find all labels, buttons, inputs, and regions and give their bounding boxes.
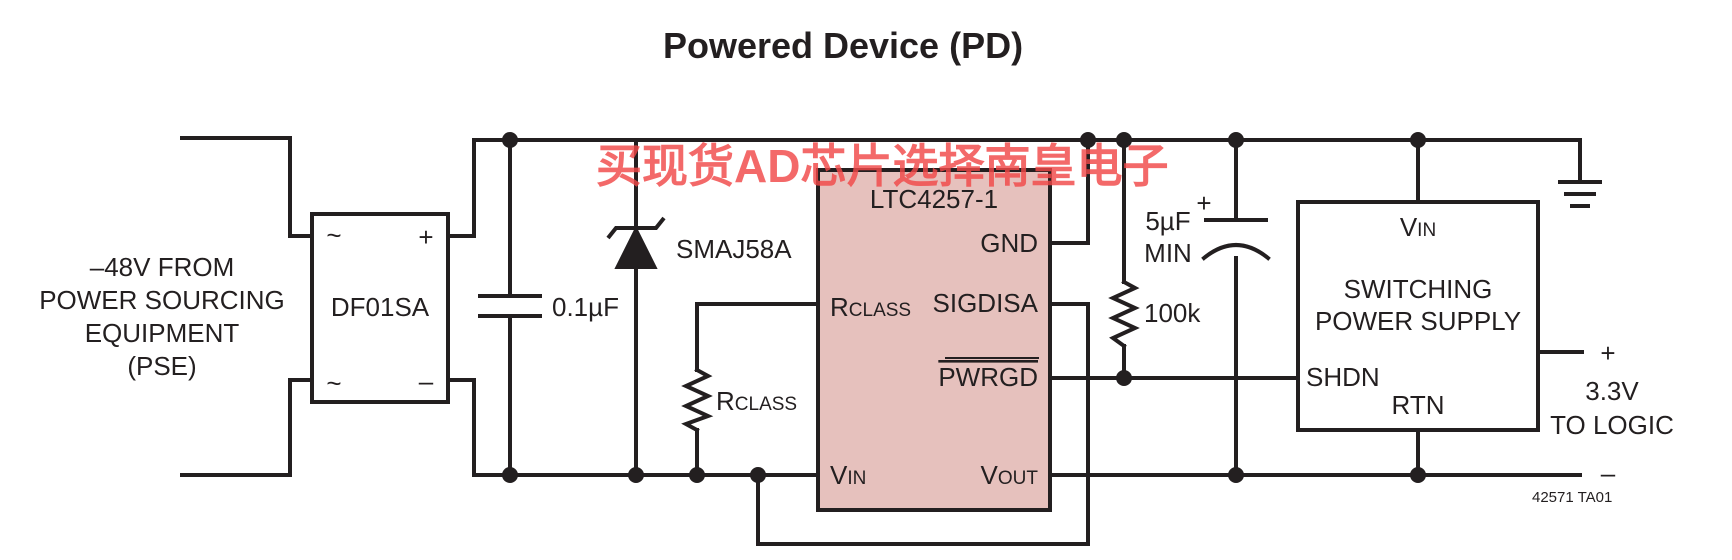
figure-id: 42571 TA01	[1532, 489, 1612, 506]
output-plus: +	[1600, 338, 1615, 368]
bridge-ac-bottom: ~	[326, 368, 341, 398]
pin-rclass: RCLASS	[830, 292, 911, 322]
svg-text:EQUIPMENT: EQUIPMENT	[85, 318, 240, 348]
cap-out-polarity: +	[1196, 188, 1211, 218]
ground-symbol	[1558, 180, 1602, 208]
wire-pse-bottom	[180, 378, 314, 477]
bridge-minus: –	[419, 366, 434, 396]
svg-text:POWER SOURCING: POWER SOURCING	[39, 285, 285, 315]
input-capacitor-label: 0.1µF	[552, 292, 619, 322]
pin-vout: VOUT	[981, 460, 1039, 490]
pse-label: –48V FROM POWER SOURCING EQUIPMENT (PSE)	[39, 252, 285, 381]
wire-bridge-plus	[446, 138, 512, 238]
switching-power-supply	[1296, 200, 1540, 432]
supply-vin: VIN	[1400, 212, 1436, 242]
tvs-label: SMAJ58A	[676, 234, 792, 264]
rclass-resistor-label: RCLASS	[716, 386, 797, 416]
pin-vin: VIN	[830, 460, 866, 490]
pullup-resistor	[1108, 279, 1140, 349]
tvs-diode	[606, 216, 666, 269]
wire-pse-top	[180, 136, 314, 238]
ltc4257-chip	[816, 168, 1052, 512]
svg-text:–48V FROM: –48V FROM	[90, 252, 235, 282]
bridge-name: DF01SA	[331, 292, 430, 322]
pullup-label: 100k	[1144, 298, 1201, 328]
input-capacitor	[478, 294, 542, 318]
bridge-rectifier	[310, 212, 450, 404]
watermark-text: 买现货AD芯片选择南皇电子	[596, 140, 1168, 192]
output-minus: –	[1601, 458, 1616, 488]
chip-name: LTC4257-1	[870, 184, 998, 214]
wires	[180, 136, 1584, 546]
bridge-ac-top: ~	[326, 220, 341, 250]
supply-rtn: RTN	[1392, 390, 1445, 420]
supply-name-line2: POWER SUPPLY	[1315, 306, 1521, 336]
pin-gnd: GND	[980, 228, 1038, 258]
rclass-resistor	[681, 367, 714, 433]
junction-dots	[502, 132, 1426, 483]
output-destination: TO LOGIC	[1550, 410, 1674, 440]
supply-shdn: SHDN	[1306, 362, 1380, 392]
wire-bridge-minus	[446, 378, 476, 477]
pin-pwrgd: PWRGD	[938, 362, 1038, 392]
supply-name-line1: SWITCHING	[1344, 274, 1493, 304]
diagram-title: Powered Device (PD)	[663, 25, 1023, 66]
cap-out-min: MIN	[1144, 238, 1192, 268]
output-voltage: 3.3V	[1585, 376, 1639, 406]
bridge-plus: +	[418, 222, 433, 252]
svg-text:(PSE): (PSE)	[127, 351, 196, 381]
pin-sigdisa: SIGDISA	[933, 288, 1039, 318]
cap-out-value: 5µF	[1145, 206, 1190, 236]
output-capacitor	[1201, 218, 1271, 261]
